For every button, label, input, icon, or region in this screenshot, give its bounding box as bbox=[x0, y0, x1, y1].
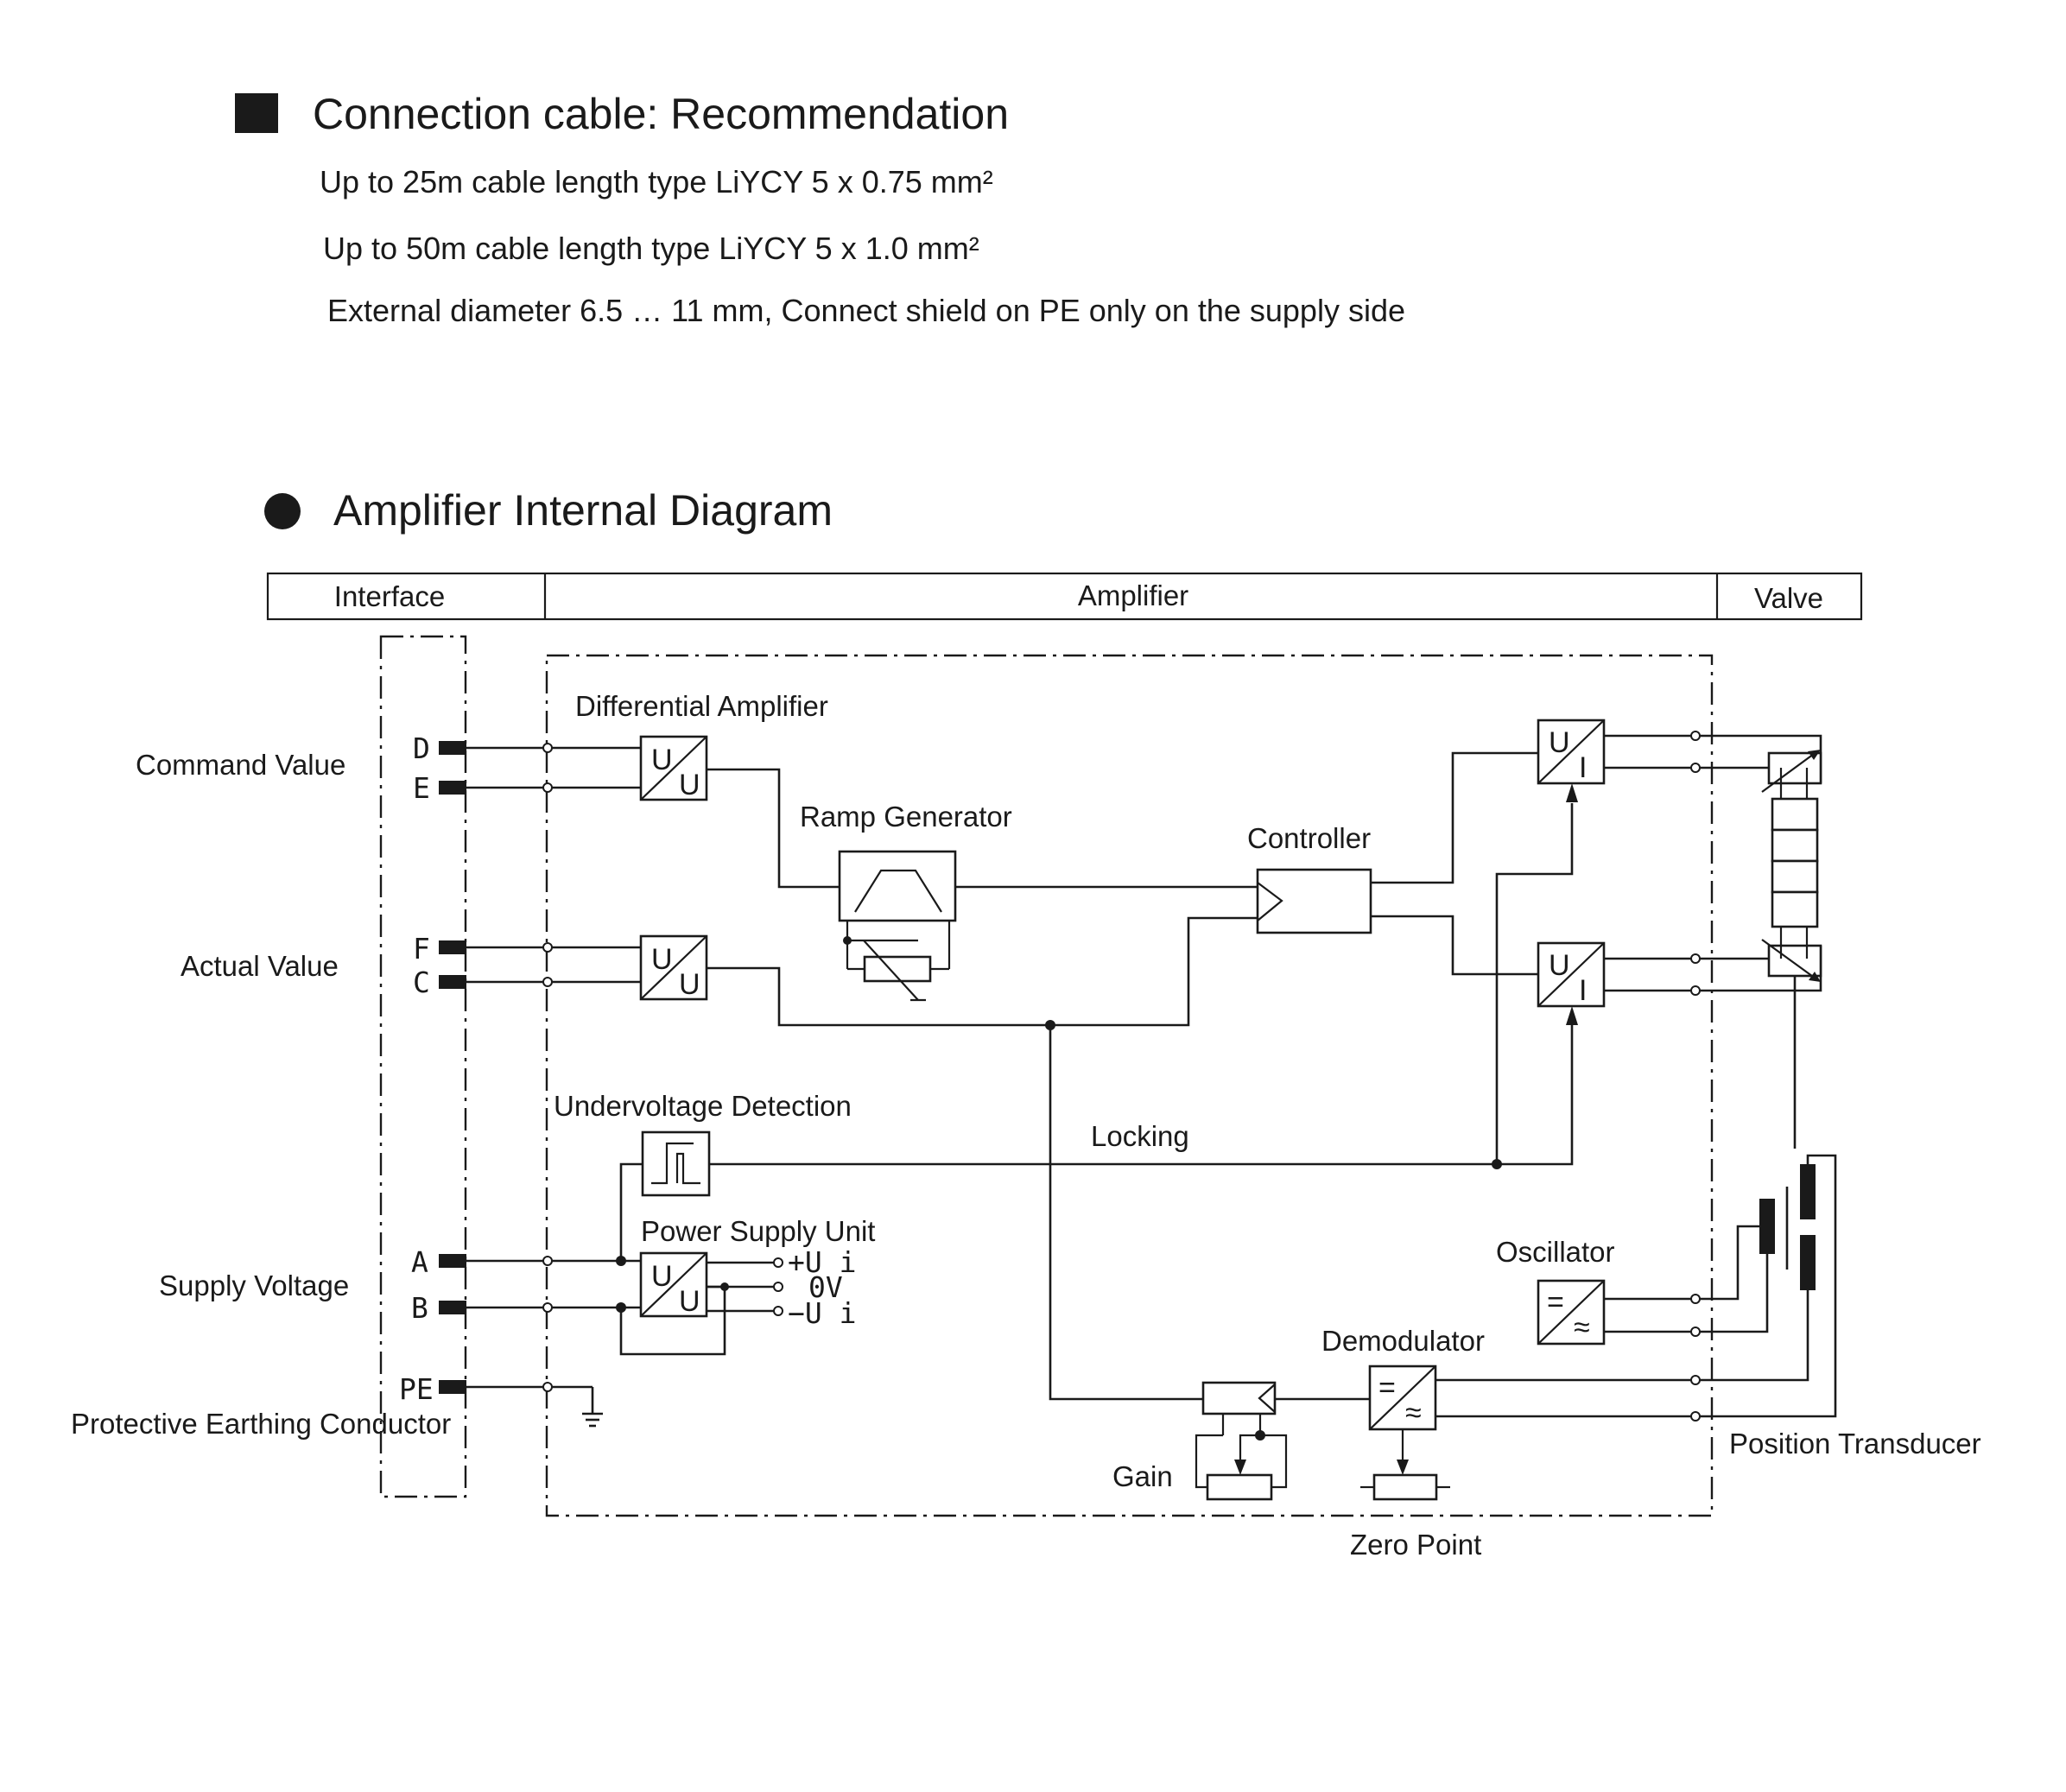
ui-lower-out-glyph: I bbox=[1579, 974, 1587, 1007]
cable-title: Connection cable: Recommendation bbox=[313, 90, 1009, 138]
interface-frame bbox=[379, 635, 467, 1498]
ui-upper-in-glyph: U bbox=[1549, 726, 1570, 759]
input-wires bbox=[466, 746, 641, 1389]
label-differential-amplifier: Differential Amplifier bbox=[575, 690, 828, 722]
pin-f-label: F bbox=[413, 932, 430, 966]
ui-upper-out-glyph: I bbox=[1579, 751, 1587, 784]
ground-icon bbox=[582, 1387, 603, 1428]
label-controller: Controller bbox=[1247, 822, 1371, 854]
pin-a-label: A bbox=[411, 1245, 428, 1279]
position-transducer-icon bbox=[1690, 976, 1837, 1422]
section-round-bullet bbox=[264, 493, 301, 529]
cable-line-1: Up to 25m cable length type LiYCY 5 x 0.… bbox=[320, 164, 993, 199]
ramp-generator-block bbox=[838, 850, 957, 1002]
frame-crossing-rings bbox=[542, 743, 553, 1392]
controller-block bbox=[1256, 868, 1372, 934]
demod-dc-glyph: = bbox=[1378, 1371, 1396, 1404]
diff-amp-out-glyph: U bbox=[679, 769, 700, 801]
oscillator-block: = ≈ bbox=[1537, 1279, 1695, 1346]
pin-e-label: E bbox=[413, 771, 430, 805]
ui-converter-lower: U I bbox=[1537, 941, 1606, 1008]
label-actual-value: Actual Value bbox=[181, 950, 339, 982]
psu-output-minus: −U i bbox=[788, 1296, 856, 1330]
psu-output-plus: +U i bbox=[788, 1245, 856, 1279]
differential-amplifier-block: U U bbox=[639, 735, 708, 801]
osc-dc-glyph: = bbox=[1547, 1286, 1564, 1319]
label-oscillator: Oscillator bbox=[1496, 1236, 1615, 1268]
actual-conv-in-glyph: U bbox=[651, 943, 673, 976]
valve-rings bbox=[1690, 731, 1701, 996]
demod-ac-glyph: ≈ bbox=[1405, 1396, 1422, 1429]
pin-d-label: D bbox=[413, 731, 430, 765]
actual-value-converter-block: U U bbox=[639, 934, 708, 1001]
label-gain: Gain bbox=[1112, 1460, 1173, 1492]
psu-in-glyph: U bbox=[651, 1260, 673, 1293]
cable-line-3: External diameter 6.5 … 11 mm, Connect s… bbox=[327, 293, 1405, 328]
label-demodulator: Demodulator bbox=[1321, 1325, 1485, 1357]
undervoltage-detection-block bbox=[641, 1130, 711, 1197]
header-band bbox=[266, 572, 1863, 621]
header-amplifier: Amplifier bbox=[1078, 579, 1188, 611]
psu-output-zero: 0V bbox=[808, 1270, 843, 1304]
label-position-transducer: Position Transducer bbox=[1729, 1428, 1981, 1460]
section-square-bullet bbox=[235, 93, 278, 133]
terminal-pins bbox=[439, 741, 466, 1394]
command-path-wire bbox=[707, 768, 1258, 889]
diagram-title: Amplifier Internal Diagram bbox=[333, 486, 833, 535]
psu-out-glyph: U bbox=[679, 1285, 700, 1318]
pin-b-label: B bbox=[411, 1291, 428, 1325]
gain-block bbox=[1195, 1381, 1370, 1501]
label-protective-earth: Protective Earthing Conductor bbox=[71, 1408, 451, 1440]
diff-amp-in-glyph: U bbox=[651, 744, 673, 776]
label-command-value: Command Value bbox=[136, 749, 345, 781]
label-zero-point: Zero Point bbox=[1350, 1529, 1481, 1561]
osc-ac-glyph: ≈ bbox=[1574, 1311, 1590, 1344]
header-interface: Interface bbox=[334, 580, 445, 612]
controller-output-wires bbox=[1371, 751, 1538, 976]
demodulator-block: = ≈ bbox=[1368, 1365, 1695, 1475]
cable-line-2: Up to 50m cable length type LiYCY 5 x 1.… bbox=[323, 231, 979, 266]
power-supply-unit-block: U U bbox=[616, 1251, 783, 1356]
locking-wire bbox=[619, 1162, 1497, 1261]
zero-point-potentiometer bbox=[1360, 1473, 1450, 1501]
header-valve: Valve bbox=[1754, 582, 1823, 614]
locking-enable-wires bbox=[1492, 783, 1578, 1169]
label-locking: Locking bbox=[1091, 1120, 1189, 1152]
label-undervoltage-detection: Undervoltage Detection bbox=[554, 1090, 852, 1122]
amplifier-frame bbox=[545, 654, 1714, 1517]
actual-conv-out-glyph: U bbox=[679, 968, 700, 1001]
ui-converter-upper: U I bbox=[1537, 719, 1606, 785]
actual-path-wire bbox=[707, 916, 1258, 1401]
label-supply-voltage: Supply Voltage bbox=[159, 1270, 349, 1301]
ui-lower-in-glyph: U bbox=[1549, 949, 1570, 982]
label-power-supply-unit: Power Supply Unit bbox=[641, 1215, 875, 1247]
pin-c-label: C bbox=[413, 966, 430, 999]
label-ramp-generator: Ramp Generator bbox=[800, 801, 1012, 833]
pin-pe-label: PE bbox=[399, 1372, 434, 1406]
